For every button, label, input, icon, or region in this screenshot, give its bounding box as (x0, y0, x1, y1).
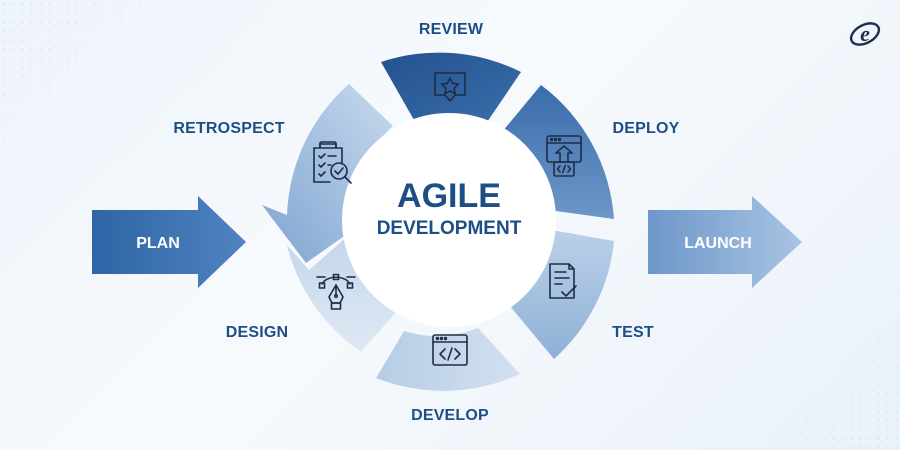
center-title: AGILE (397, 177, 501, 215)
segment-design (287, 235, 407, 352)
star-badge-icon (434, 72, 466, 102)
label-deploy: DEPLOY (613, 120, 680, 137)
plan-arrow: PLAN (92, 196, 246, 288)
label-develop: DEVELOP (411, 407, 489, 424)
company-logo: e (849, 21, 881, 46)
segment-deploy (497, 85, 614, 219)
segment-retrospect (262, 84, 393, 263)
logo-letter: e (860, 21, 870, 46)
label-retrospect: RETROSPECT (173, 120, 284, 137)
launch-label: LAUNCH (684, 235, 752, 252)
dot-pattern-top-left (0, 0, 260, 160)
label-test: TEST (612, 324, 654, 341)
launch-arrow: LAUNCH (648, 196, 802, 288)
plan-label: PLAN (136, 235, 180, 252)
center-circle (342, 113, 556, 327)
upload-code-icon (546, 135, 582, 177)
label-design: DESIGN (226, 324, 289, 341)
code-window-icon (432, 334, 468, 366)
pen-tool-icon (316, 273, 356, 310)
checklist-icon (549, 263, 577, 299)
dot-pattern-bottom-right (640, 290, 900, 450)
center-subtitle: DEVELOPMENT (377, 218, 522, 239)
label-review: REVIEW (419, 21, 484, 38)
clipboard-search-icon (313, 141, 352, 184)
